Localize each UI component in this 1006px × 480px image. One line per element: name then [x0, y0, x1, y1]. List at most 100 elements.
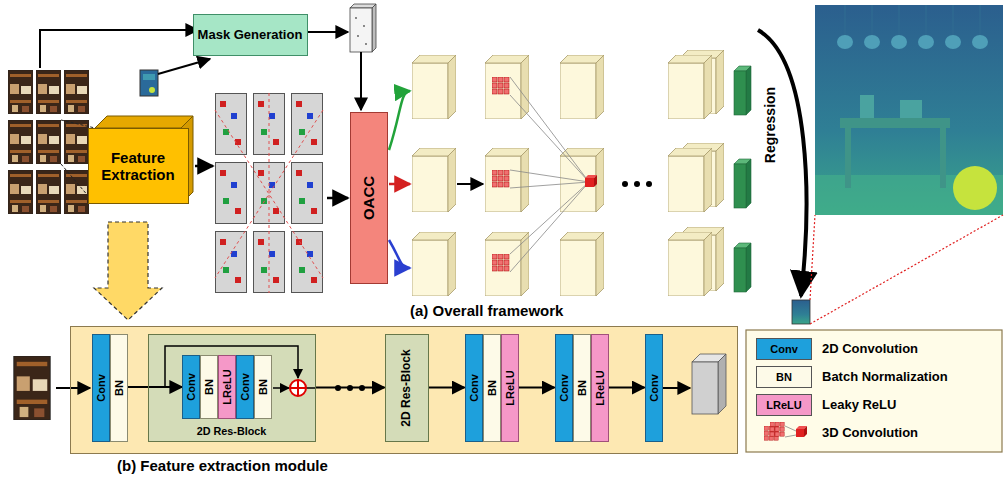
sum-symbol	[290, 380, 306, 396]
zoom-lines	[810, 215, 1003, 324]
output-voxel	[594, 175, 597, 187]
cost-volumes	[668, 232, 712, 296]
res-block: 2D Res-BlockConvBNLReLUConvBN	[148, 334, 316, 442]
sub-caption: (a) Overall framework	[410, 302, 563, 319]
input-views	[64, 70, 89, 114]
node-label: LReLU	[221, 369, 234, 404]
node-label: Conv	[647, 374, 660, 402]
conv3d-icon	[785, 435, 796, 437]
input-views	[36, 70, 61, 114]
disparity-slabs	[746, 243, 751, 292]
lrelu-layer: LReLU	[591, 334, 609, 442]
conv3d-kernels	[492, 77, 509, 271]
grid-guides	[215, 93, 323, 293]
depth-map	[871, 5, 873, 35]
wire	[306, 387, 316, 389]
module-panel: (b) Feature extraction moduleConvBN2D Re…	[70, 326, 738, 454]
cost-volumes	[485, 55, 529, 119]
depth-map	[940, 128, 946, 188]
disparity-slabs	[746, 159, 751, 208]
depth-map	[945, 35, 961, 49]
mask-image	[355, 17, 357, 19]
node-label: Feature Extraction	[89, 149, 188, 184]
node-label: Mask Generation	[198, 28, 303, 43]
conv3d-icon	[785, 426, 796, 431]
bn-layer: BN	[200, 355, 218, 419]
legend-swatch: LReLU	[756, 394, 812, 416]
node-label: BN	[575, 380, 588, 396]
conv3d-icon	[804, 426, 807, 437]
depth-map	[952, 5, 954, 35]
feature-map	[692, 354, 726, 414]
bn-layer: BN	[254, 355, 272, 419]
process-box: Mask Generation	[193, 14, 308, 56]
center-view	[143, 74, 155, 80]
feature-grid	[216, 232, 247, 293]
input-views	[36, 120, 61, 164]
input-view	[14, 356, 50, 420]
conv-layer: Conv	[182, 355, 200, 419]
mask-image	[350, 8, 372, 52]
cost-volumes	[560, 55, 604, 119]
input-views	[36, 170, 61, 214]
expand-arrow	[94, 222, 162, 320]
feature-cube-sides	[95, 116, 193, 128]
node-label: Conv	[185, 373, 198, 401]
legend-sample-text: Conv	[770, 343, 798, 355]
feature-map	[718, 354, 726, 414]
center-view	[149, 87, 155, 93]
depth-map	[925, 5, 927, 35]
axis-label: Regression	[762, 87, 778, 163]
conv-layer: Conv	[555, 334, 573, 442]
mask-image	[363, 25, 365, 27]
legend-text: 3D Convolution	[822, 422, 918, 444]
res-block: 2D Res-Block	[385, 334, 429, 442]
feature-grid	[216, 163, 247, 224]
cost-volumes	[412, 232, 456, 296]
receptive-lines	[510, 77, 589, 182]
feature-grid	[216, 94, 323, 293]
legend-box	[746, 330, 1002, 452]
panel-ground	[70, 326, 738, 454]
sum-symbol	[290, 380, 306, 396]
ellipsis-dots	[634, 181, 640, 187]
depth-map	[845, 128, 851, 188]
cost-volumes	[412, 148, 456, 212]
cost-volumes	[412, 50, 724, 296]
input-views	[8, 70, 33, 114]
module-box: OACC	[350, 112, 388, 284]
depth-map	[864, 35, 880, 49]
wire	[360, 52, 362, 110]
depth-map	[815, 5, 1003, 215]
ellipsis-dots	[646, 181, 652, 187]
conv-layer: Conv	[236, 355, 254, 419]
ellipsis-dots	[622, 181, 652, 187]
cost-volumes	[485, 148, 529, 212]
disparity-slabs	[734, 66, 751, 292]
node-label: OACC	[360, 176, 377, 220]
center-view	[140, 70, 158, 96]
sum-symbol	[297, 380, 299, 396]
node-label: 2D Res-Block	[400, 349, 414, 426]
output-voxel	[585, 178, 594, 187]
connector	[609, 387, 645, 389]
receptive-lines	[510, 182, 589, 188]
input-views	[8, 170, 33, 214]
cost-volumes	[668, 55, 712, 119]
legend-text: Batch Normalization	[822, 366, 948, 388]
output-voxel	[585, 175, 597, 187]
input-views	[64, 120, 89, 164]
depth-map	[844, 5, 846, 35]
node-label: LReLU	[503, 370, 516, 405]
wire	[663, 387, 690, 389]
connector	[128, 386, 183, 388]
node-label: BN	[203, 379, 216, 395]
depth-map	[837, 35, 853, 49]
disparity-slabs	[734, 248, 746, 292]
cost-volumes	[485, 232, 529, 296]
connector	[429, 387, 465, 389]
receptive-lines	[510, 95, 589, 182]
zoom-lines	[61, 120, 95, 128]
bn-layer: BN	[573, 334, 591, 442]
wire-red	[389, 183, 410, 186]
